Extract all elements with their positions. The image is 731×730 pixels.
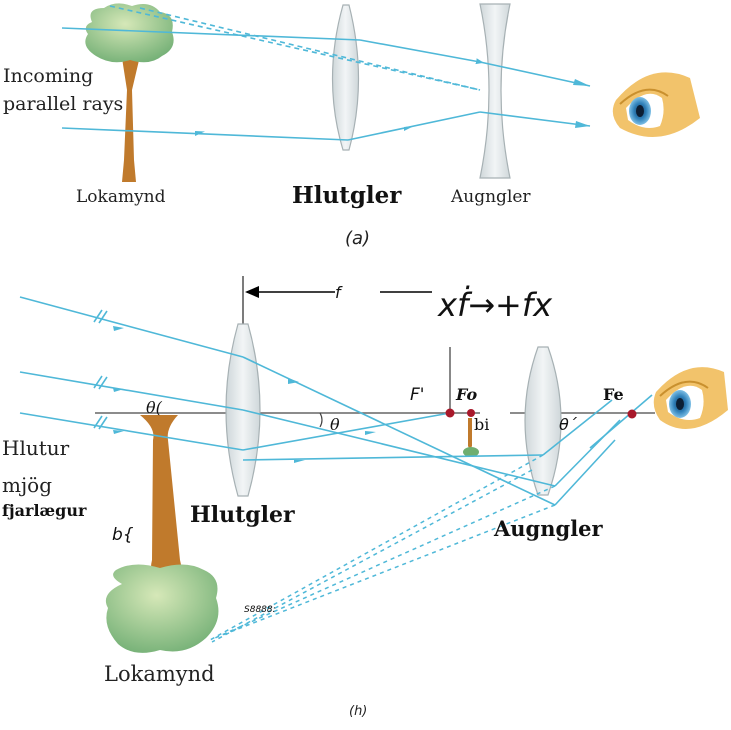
- tree-trunk-b: [140, 415, 182, 584]
- object-label-line2: mjög: [2, 473, 52, 497]
- rays-b: [19, 296, 653, 506]
- tree-object-a: [85, 3, 174, 182]
- dashed-extension-rays: [209, 454, 556, 643]
- object-label-line1: Hlutur: [2, 436, 70, 460]
- dashed-ray-2: [139, 7, 481, 91]
- exit-ray-1: [554, 439, 616, 506]
- ray-arrow-2: [404, 126, 414, 131]
- eye-icon-b: [653, 367, 728, 429]
- ray-top-incoming: [61, 27, 361, 41]
- ray-2-out: [242, 409, 556, 487]
- eyepiece-label-a: Augngler: [450, 187, 531, 207]
- incoming-rays-label-line1: Incoming: [3, 65, 93, 87]
- ray-2-in: [19, 371, 244, 411]
- objective-lens-a: [331, 4, 360, 151]
- fo-label: Fo: [455, 385, 477, 404]
- theta-mid-arc: [319, 412, 323, 428]
- f-prime-label: F': [410, 385, 424, 405]
- theta-mid-label: θ: [330, 415, 340, 434]
- panel-b: f xḟ→+fx: [2, 276, 728, 719]
- intermediate-image: [463, 418, 479, 457]
- f-label: f: [335, 283, 343, 302]
- ray-3-in: [19, 412, 244, 451]
- ray-top-through: [359, 39, 591, 87]
- image-label-b: Lokamynd: [104, 662, 215, 686]
- exit-ray-4: [589, 394, 653, 449]
- tree-foliage-b: [105, 564, 219, 653]
- ray-arrow-3: [573, 79, 590, 86]
- eyepiece-label-b: Augngler: [493, 516, 604, 541]
- tree-trunk-a: [122, 56, 140, 182]
- fe-label: Fe: [603, 385, 624, 404]
- exit-ray-3: [542, 399, 613, 456]
- focal-point-fo: [467, 409, 475, 417]
- theta-prime-label: θ´: [559, 415, 578, 434]
- tree-foliage-a: [85, 3, 174, 63]
- ray-arrow-4: [575, 121, 590, 128]
- ray-arrows-b: [113, 326, 376, 463]
- bi-label: bi: [474, 415, 489, 434]
- focal-point-fe: [627, 409, 637, 419]
- ray-tick-marks: [93, 309, 108, 430]
- eyepiece-lens-b: [524, 346, 562, 496]
- caption-b: (h): [349, 704, 367, 719]
- dashed-ray-1: [109, 5, 481, 91]
- focal-point-f-prime: [445, 408, 455, 418]
- caption-a: (a): [345, 228, 370, 249]
- object-label-line3: fjarlægur: [2, 501, 87, 520]
- ray-arrow-1: [195, 131, 205, 136]
- ray-3-out: [242, 412, 451, 451]
- eyepiece-lens-a: [479, 3, 511, 179]
- object-label-a: Lokamynd: [76, 187, 166, 207]
- eye-icon-a: [612, 72, 700, 137]
- formula-text: xḟ→+fx: [437, 286, 553, 324]
- small-label: S8888:: [244, 605, 276, 615]
- ray-4-horizontal: [242, 454, 544, 461]
- rays-a: [61, 5, 591, 141]
- ray-bottom-to-eye: [479, 111, 591, 127]
- ray-1-in: [19, 296, 244, 358]
- theta-left-label: θ(: [146, 398, 163, 417]
- objective-label-b: Hlutgler: [190, 502, 295, 528]
- incoming-rays-label-line2: parallel rays: [3, 93, 123, 115]
- b-label: b{: [112, 525, 134, 545]
- ray-bottom-incoming: [61, 127, 349, 141]
- panel-a: Incoming parallel rays Lokamynd Hlutgler…: [3, 3, 700, 249]
- objective-label-a: Hlutgler: [292, 182, 402, 209]
- tree-image-inverted: [105, 415, 219, 653]
